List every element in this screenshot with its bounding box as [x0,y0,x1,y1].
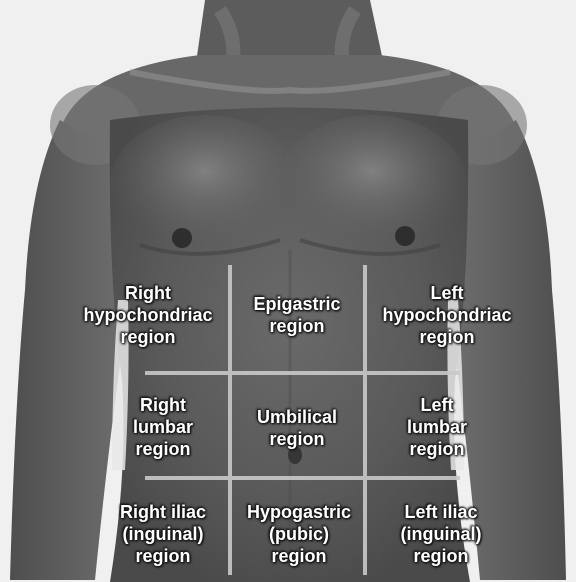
hypogastric-label: Hypogastric (pubic) region [247,501,351,567]
epigastric-label: Epigastric region [253,293,340,337]
left-lumbar-label: Left lumbar region [407,394,467,460]
right-hypochondriac-label: Right hypochondriac region [83,282,212,348]
left-iliac-label: Left iliac (inguinal) region [401,501,482,567]
umbilical-label: Umbilical region [257,406,337,450]
right-iliac-label: Right iliac (inguinal) region [120,501,206,567]
right-lumbar-label: Right lumbar region [133,394,193,460]
left-hypochondriac-label: Left hypochondriac region [382,282,511,348]
